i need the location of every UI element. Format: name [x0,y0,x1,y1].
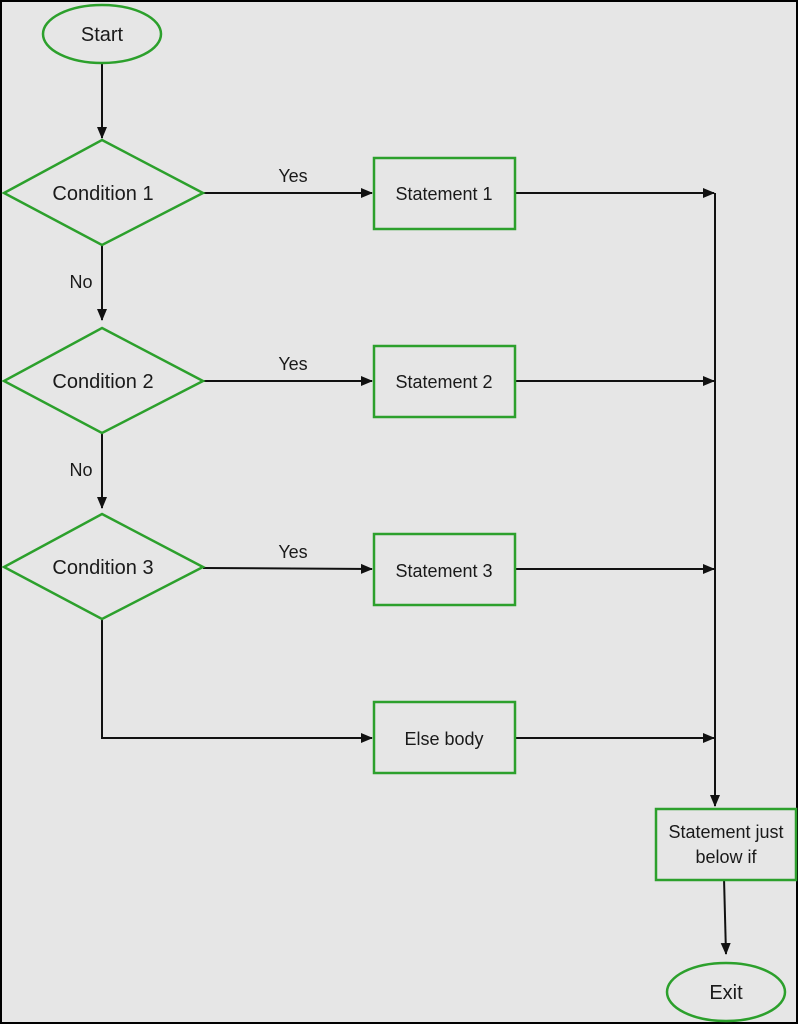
edge-label-yes-1: Yes [278,166,307,186]
edge-statement-below-if-to-exit [720,877,731,955]
condition2-decision [1,326,206,435]
statement2-box [372,344,517,419]
statement3-label: Statement 3 [395,561,492,581]
exit-label: Exit [709,982,743,1004]
edge-label-no-2: No [69,460,92,480]
else-body-label: Else body [404,729,483,749]
statement1-box [372,156,517,231]
statement1-label: Statement 1 [395,184,492,204]
statement-below-if-label-line2: below if [695,847,757,867]
condition3-decision [1,512,206,621]
else-body-box [372,700,517,775]
edge-label-yes-3: Yes [278,542,307,562]
start-node [41,3,163,65]
edge-label-yes-2: Yes [278,354,307,374]
condition1-decision [1,138,206,247]
statement-below-if-label-line1: Statement just [668,822,783,842]
condition1-label: Condition 1 [52,183,153,205]
start-label: Start [81,24,124,46]
edge-condition3-to-else-body [101,619,373,743]
statement3-box [372,532,517,607]
statement2-label: Statement 2 [395,372,492,392]
edge-label-no-1: No [69,272,92,292]
exit-node [665,961,787,1023]
edge-condition3-to-statement3 [202,563,373,574]
condition3-label: Condition 3 [52,557,153,579]
condition2-label: Condition 2 [52,371,153,393]
statement-below-if-box [654,807,798,882]
